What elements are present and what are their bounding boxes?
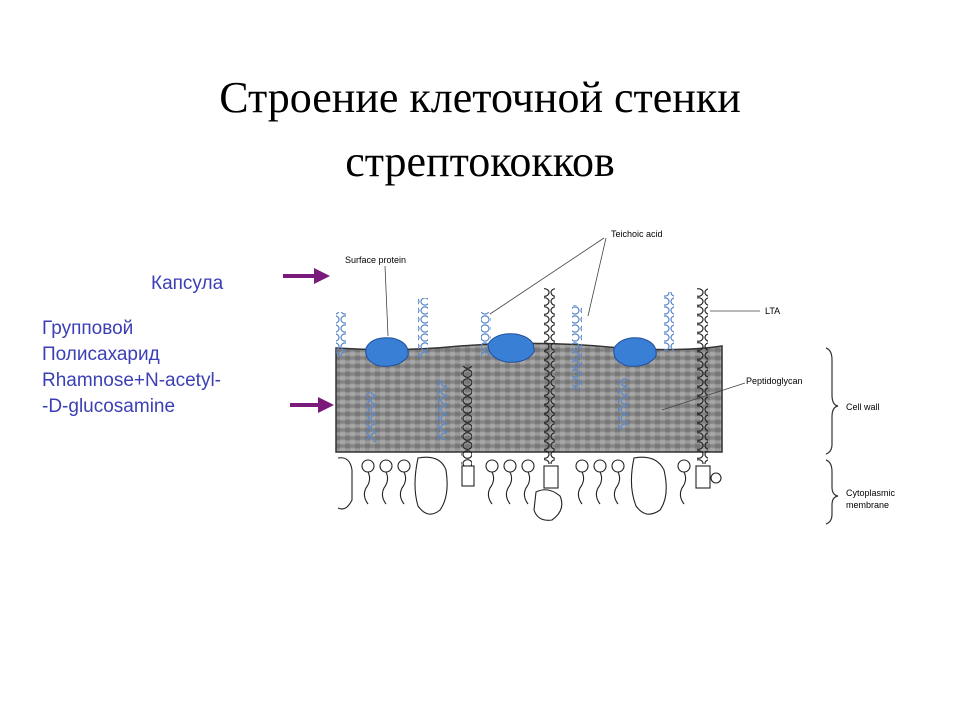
surface-protein-1 xyxy=(365,337,409,367)
slide-title: Строение клеточной стенки стрептококков xyxy=(0,66,960,194)
group-label-line-4: -D-glucosamine xyxy=(42,396,176,417)
surface-protein-2 xyxy=(487,333,535,363)
teichoic-chain-7 xyxy=(437,380,447,440)
lta-chain-2 xyxy=(544,288,555,464)
cytoplasmic-label-line-1: Cytoplasmic xyxy=(846,488,896,498)
leader-lines xyxy=(384,237,760,411)
surface-protein-label: Surface protein xyxy=(345,255,406,265)
group-polysaccharide-label: Групповой Полисахарид Rhamnose+N-acetyl-… xyxy=(42,316,221,420)
teichoic-chain-1 xyxy=(336,312,346,357)
polysaccharide-arrow xyxy=(290,397,334,413)
teichoic-chain-3 xyxy=(481,312,491,357)
capsule-label: Капсула xyxy=(151,273,224,294)
teichoic-chain-5 xyxy=(664,292,674,352)
lta-chain-3 xyxy=(697,288,708,464)
cytoplasmic-membrane xyxy=(337,456,722,521)
cell-wall-bracket xyxy=(825,347,839,455)
capsule-arrow xyxy=(283,268,330,284)
group-label-line-2: Полисахарид xyxy=(42,344,160,365)
teichoic-chain-8 xyxy=(618,378,628,430)
slide-title-line-2: стрептококков xyxy=(345,137,615,186)
teichoic-acid-label: Teichoic acid xyxy=(611,229,663,239)
teichoic-chain-6 xyxy=(366,392,376,442)
cell-wall-label: Cell wall xyxy=(846,402,880,412)
lta-label: LTA xyxy=(765,306,780,316)
group-label-line-3: Rhamnose+N-acetyl- xyxy=(42,370,221,391)
surface-protein-3 xyxy=(613,337,657,367)
cytoplasmic-label-line-2: membrane xyxy=(846,500,889,510)
peptidoglycan-label: Peptidoglycan xyxy=(746,376,803,386)
membrane-bracket xyxy=(825,459,839,525)
slide-title-line-1: Строение клеточной стенки xyxy=(219,73,741,122)
group-label-line-1: Групповой xyxy=(42,318,134,339)
lta-chain-1 xyxy=(461,366,472,466)
teichoic-chain-2 xyxy=(418,298,428,358)
teichoic-chain-4 xyxy=(572,305,582,390)
